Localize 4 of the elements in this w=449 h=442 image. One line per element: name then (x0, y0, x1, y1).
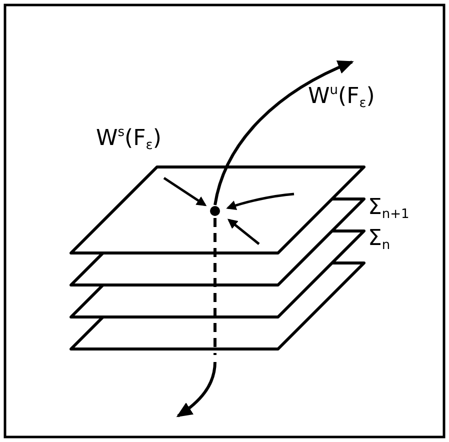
section-label: Σ$_{n}$ (368, 228, 390, 252)
manifold-label: W$^{s}$(F$_{ε}$) (96, 126, 162, 152)
section-label: Σ$_{n+1}$ (368, 197, 410, 221)
manifold-label: W$^{u}$(F$_{ε}$) (308, 84, 375, 110)
